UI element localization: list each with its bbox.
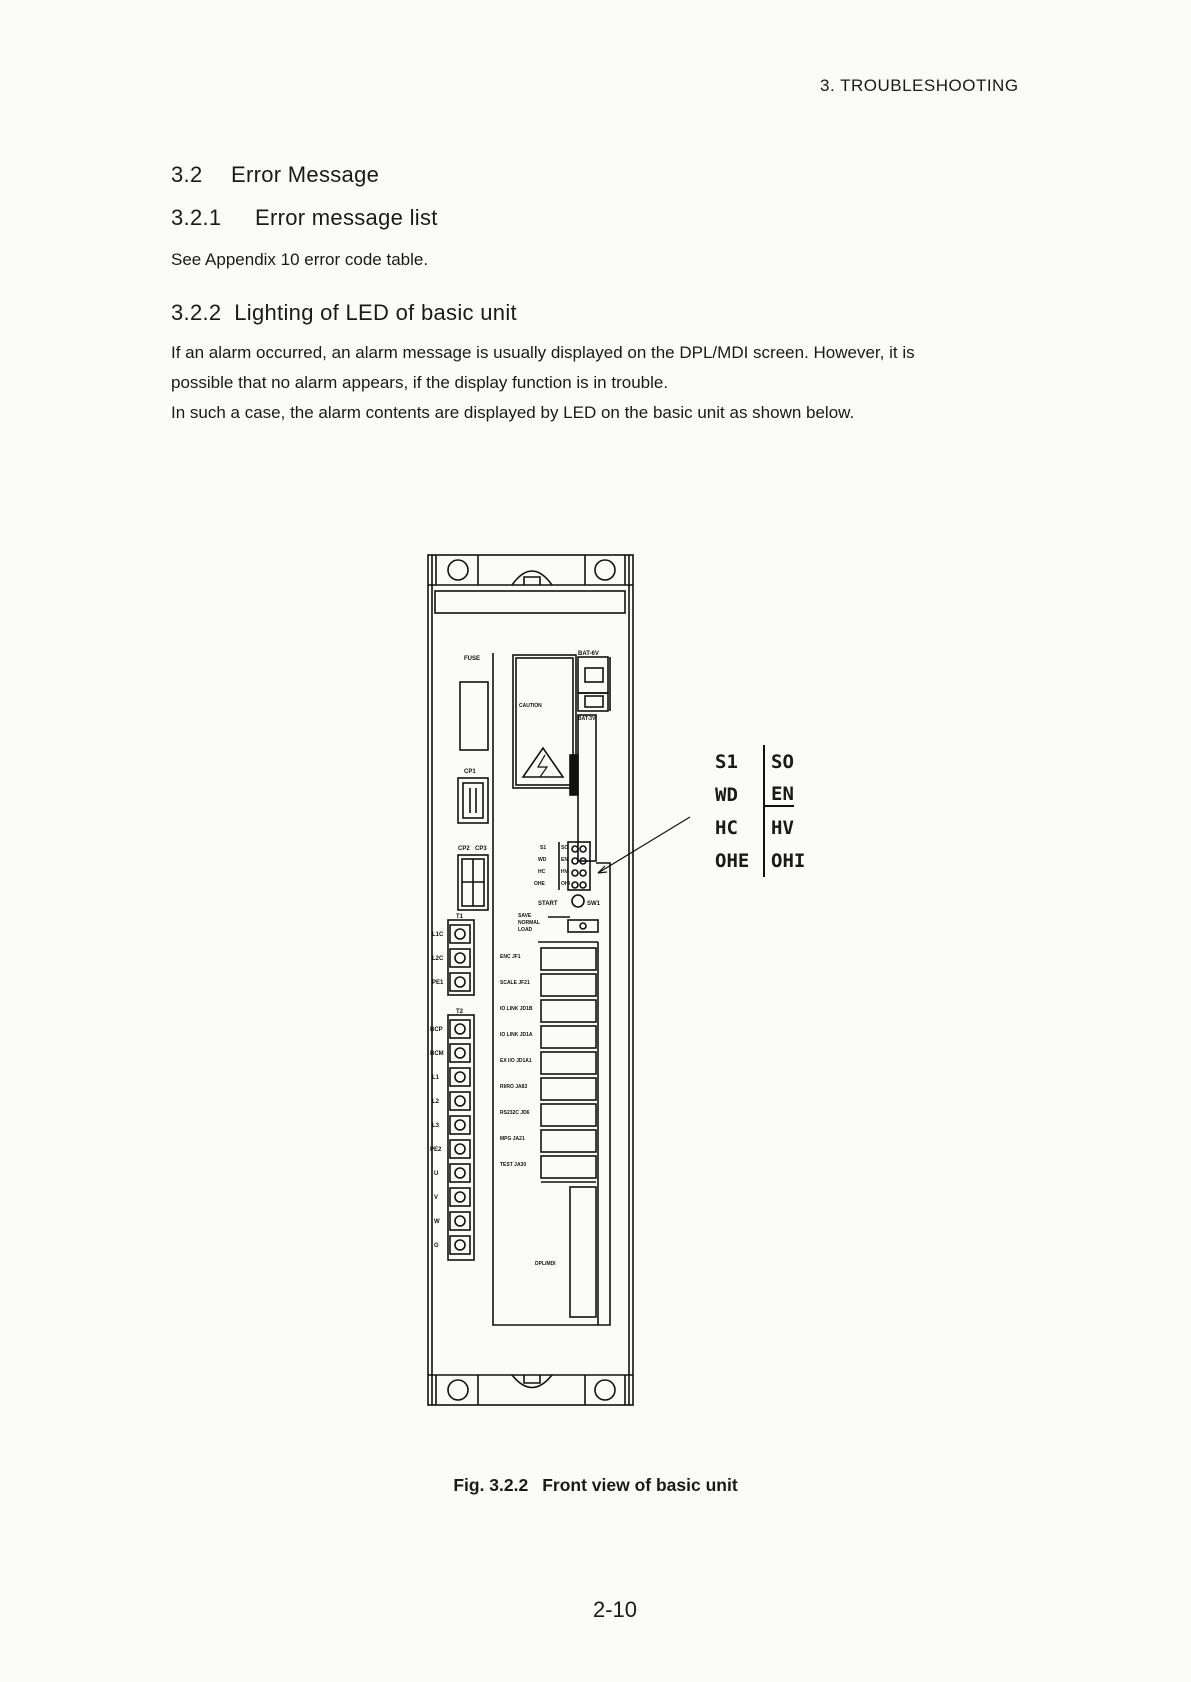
terminal-label: W xyxy=(434,1219,440,1225)
section-heading: 3.2 Error Message xyxy=(171,162,379,188)
led-mini-label: WD xyxy=(538,857,547,863)
led-mini-label: S1 xyxy=(540,845,546,851)
connector-label: ENC JF1 xyxy=(500,954,521,960)
figure-number: Fig. 3.2.2 xyxy=(453,1475,529,1495)
led-label: WD xyxy=(715,778,765,811)
page-number: 2-10 xyxy=(592,1597,638,1622)
basic-unit-diagram: FUSE CP1 CP2 CP3 BAT-6V BAT-3V CAUTION S… xyxy=(427,554,691,1406)
led-row: S1 SO xyxy=(715,745,825,778)
fuse-label: FUSE xyxy=(464,656,480,662)
paragraph-line: possible that no alarm appears, if the d… xyxy=(171,373,669,392)
led-mini-label: SO xyxy=(561,845,568,851)
terminal-label: L2 xyxy=(432,1099,440,1105)
cp2-label: CP2 xyxy=(458,846,470,852)
figure-caption: Fig. 3.2.2 Front view of basic unit xyxy=(0,1475,1191,1496)
led-row: OHE OHI xyxy=(715,844,825,877)
led-row: WD EN xyxy=(715,778,825,811)
paragraph: See Appendix 10 error code table. xyxy=(171,250,429,269)
t2-label: T2 xyxy=(456,1009,464,1015)
led-label: S1 xyxy=(715,745,765,778)
terminal-label: L3 xyxy=(432,1123,440,1129)
terminal-label: V xyxy=(434,1195,438,1201)
connector-label: IO LINK JD1B xyxy=(500,1006,533,1012)
led-label: EN xyxy=(765,783,794,807)
subsection-number: 3.2.2 xyxy=(171,300,222,325)
terminal-label: U xyxy=(434,1171,438,1177)
terminal-label: BCM xyxy=(430,1051,444,1057)
subsection-heading-2: 3.2.2 Lighting of LED of basic unit xyxy=(171,300,517,326)
connector-label: SCALE JF21 xyxy=(500,980,530,986)
led-mini-label: OHI xyxy=(561,881,571,887)
section-number: 3.2 xyxy=(171,162,203,187)
terminal-label: L1 xyxy=(432,1075,440,1081)
led-label: OHI xyxy=(771,849,806,872)
running-header: 3. TROUBLESHOOTING xyxy=(820,76,1019,95)
t1-label: T1 xyxy=(456,914,464,920)
led-label: OHE xyxy=(715,844,765,877)
connector-label: IO LINK JD1A xyxy=(500,1032,533,1038)
led-mini-label: HV xyxy=(561,869,569,875)
connector-label: MPG JA21 xyxy=(500,1136,525,1142)
led-label: HV xyxy=(771,816,794,839)
cp1-label: CP1 xyxy=(464,769,476,775)
caution-label: CAUTION xyxy=(519,703,542,709)
led-label: HC xyxy=(715,811,765,844)
terminal-label: L1C xyxy=(432,932,444,938)
terminal-label: PE2 xyxy=(430,1147,442,1153)
connector-label: TEST JA30 xyxy=(500,1162,526,1168)
led-label: SO xyxy=(771,750,794,773)
paragraph-line: In such a case, the alarm contents are d… xyxy=(171,403,855,422)
connector-label: RS232C JD6 xyxy=(500,1110,530,1116)
connector-label: EX I/O JD1A1 xyxy=(500,1058,532,1064)
led-row: HC HV xyxy=(715,811,825,844)
section-title: Error Message xyxy=(231,162,380,187)
terminal-label: L2C xyxy=(432,956,444,962)
figure-title: Front view of basic unit xyxy=(542,1475,738,1495)
sw1-label: SW1 xyxy=(587,901,601,907)
led-mini-label: OHE xyxy=(534,881,546,887)
subsection-heading-1: 3.2.1 Error message list xyxy=(171,205,438,231)
terminal-label: BCP xyxy=(430,1027,443,1033)
bat-6v-label: BAT-6V xyxy=(578,651,599,657)
normal-label: NORMAL xyxy=(518,920,540,926)
subsection-number: 3.2.1 xyxy=(171,205,222,230)
start-label: START xyxy=(538,901,558,907)
led-mini-label: EN xyxy=(561,857,568,863)
subsection-title: Lighting of LED of basic unit xyxy=(234,300,517,325)
save-label: SAVE xyxy=(518,913,532,919)
subsection-title: Error message list xyxy=(255,205,438,230)
bat-3v-label: BAT-3V xyxy=(578,716,596,722)
led-legend: S1 SO WD EN HC HV OHE OHI xyxy=(715,745,825,877)
paragraph-line: If an alarm occurred, an alarm message i… xyxy=(171,343,915,362)
dpl-mdi-label: DPL/MDI xyxy=(535,1261,556,1267)
terminal-label: PE1 xyxy=(432,980,444,986)
load-label: LOAD xyxy=(518,927,533,933)
terminal-label: G xyxy=(434,1243,439,1249)
connector-label: RI/RO JA83 xyxy=(500,1084,527,1090)
cp3-label: CP3 xyxy=(475,846,487,852)
led-mini-label: HC xyxy=(538,869,546,875)
